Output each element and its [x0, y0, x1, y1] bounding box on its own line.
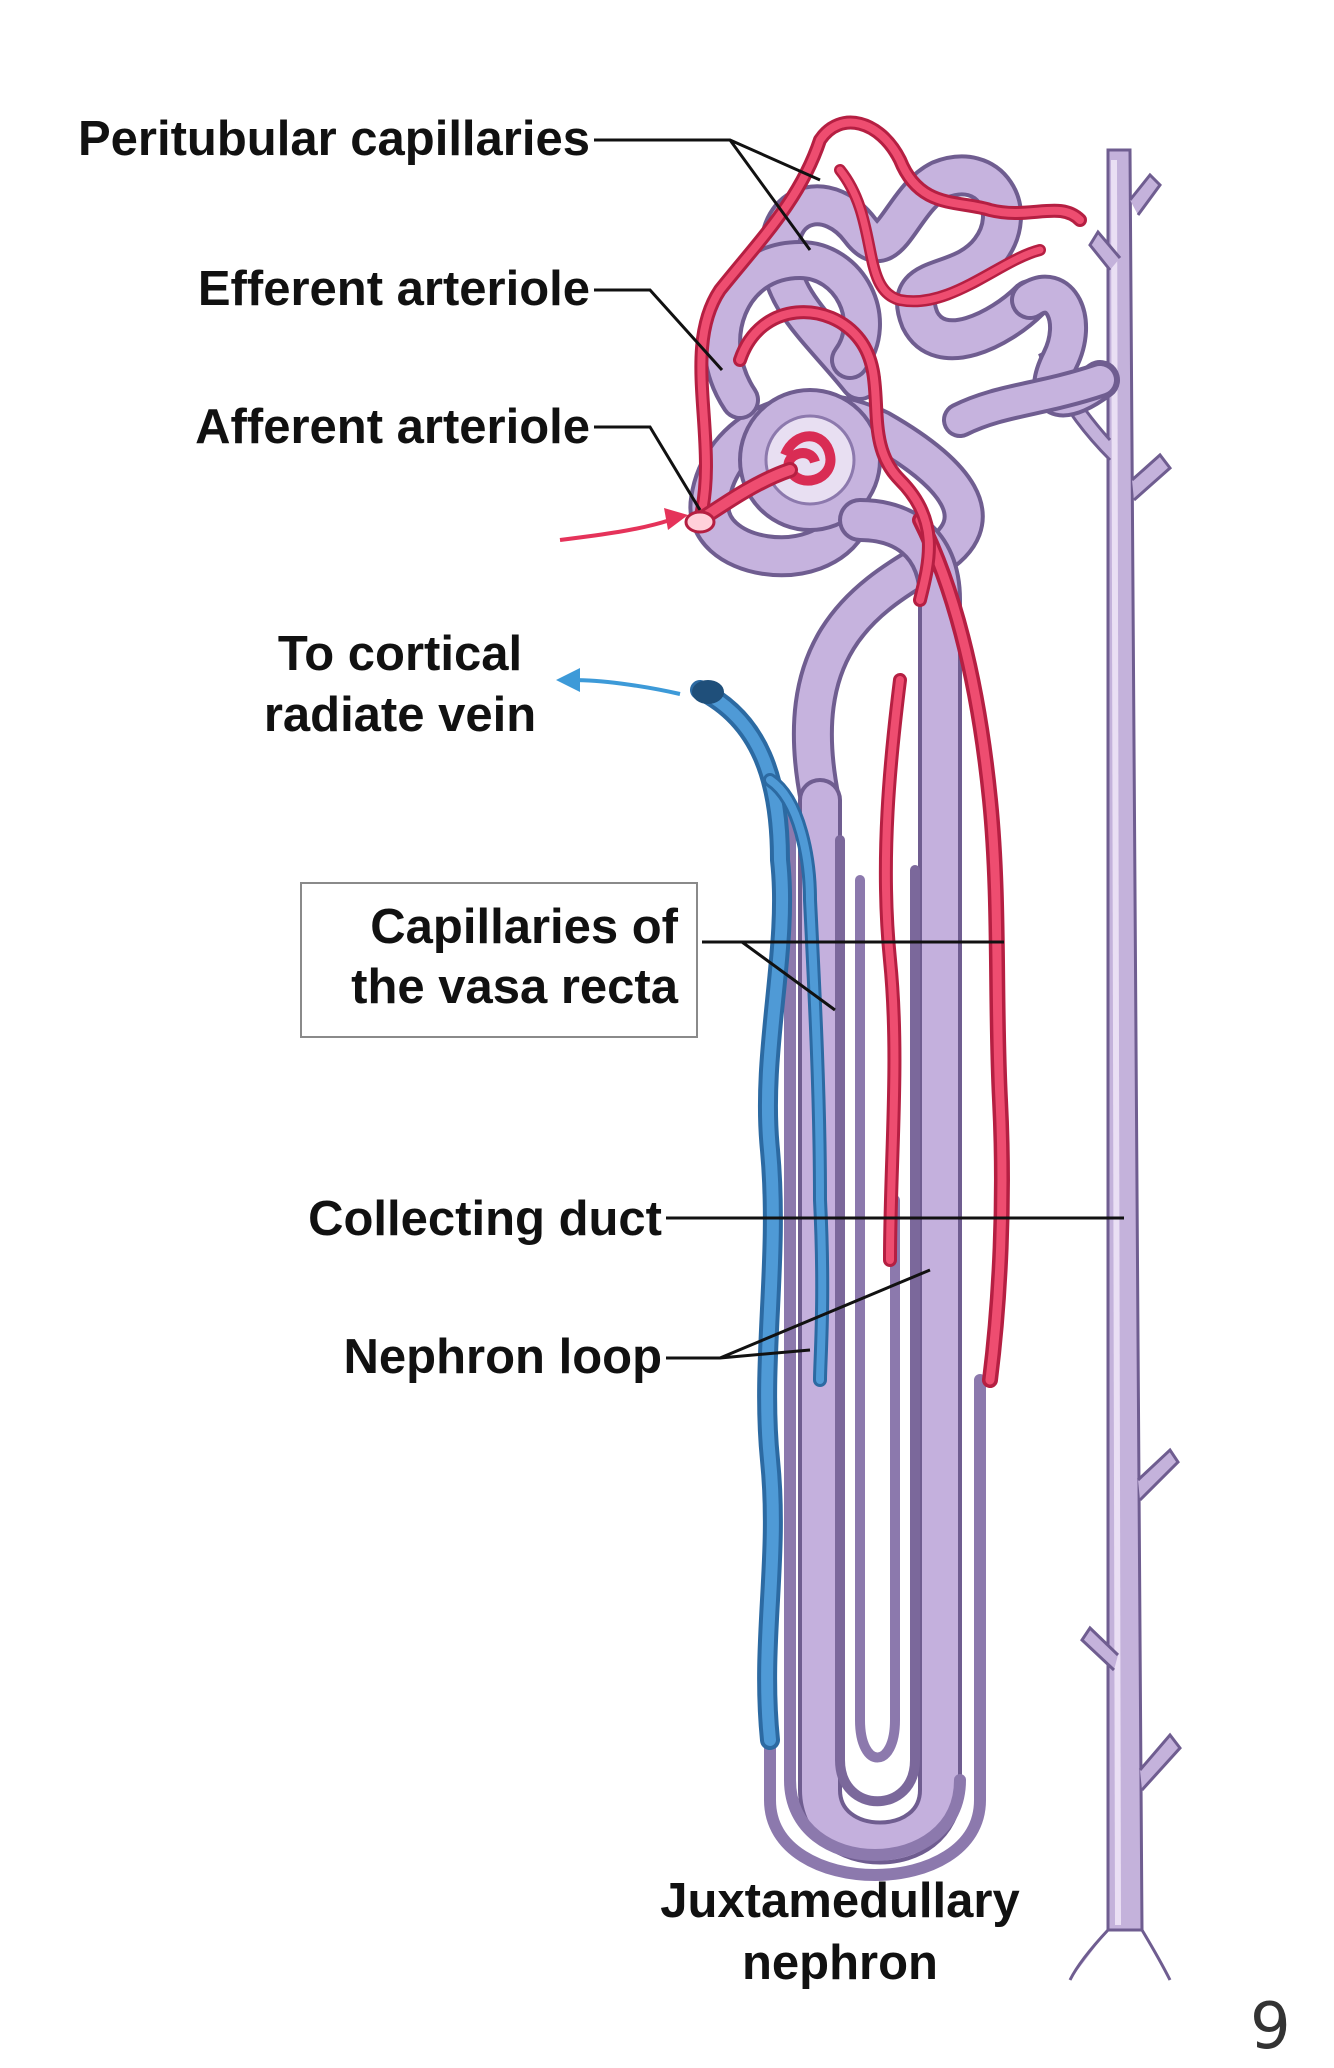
label-vasa-recta-line2: the vasa recta	[351, 960, 678, 1014]
label-vasa-recta-line1: Capillaries of	[370, 900, 678, 954]
label-to-cortical-line2: radiate vein	[263, 688, 537, 742]
nephron-loop-tubule	[764, 498, 986, 1881]
label-efferent-arteriole: Efferent arteriole	[197, 262, 590, 316]
label-to-cortical-line1: To cortical	[277, 627, 523, 681]
leader-efferent	[594, 288, 724, 372]
label-collecting-duct: Collecting duct	[308, 1192, 662, 1246]
afferent-flow-arrow	[559, 508, 688, 542]
leader-peritubular	[594, 138, 821, 251]
caption-line1: Juxtamedullary	[660, 1874, 1020, 1928]
venous-flow-arrow	[556, 668, 681, 696]
label-nephron-loop: Nephron loop	[343, 1330, 662, 1384]
leader-nephron-loop	[666, 1268, 931, 1360]
convoluted-tubules	[688, 154, 1120, 821]
glomerulus	[738, 388, 882, 532]
collecting-duct	[1038, 148, 1182, 1981]
vasa-recta-label-box	[300, 882, 698, 1038]
caption-line2: nephron	[742, 1936, 938, 1990]
page-number: 9	[1250, 1990, 1291, 2064]
leader-vasa	[702, 940, 1004, 1012]
leader-lines	[594, 138, 1124, 1360]
label-peritubular-capillaries: Peritubular capillaries	[78, 112, 590, 166]
leader-afferent	[594, 425, 702, 511]
label-afferent-arteriole: Afferent arteriole	[195, 400, 590, 454]
